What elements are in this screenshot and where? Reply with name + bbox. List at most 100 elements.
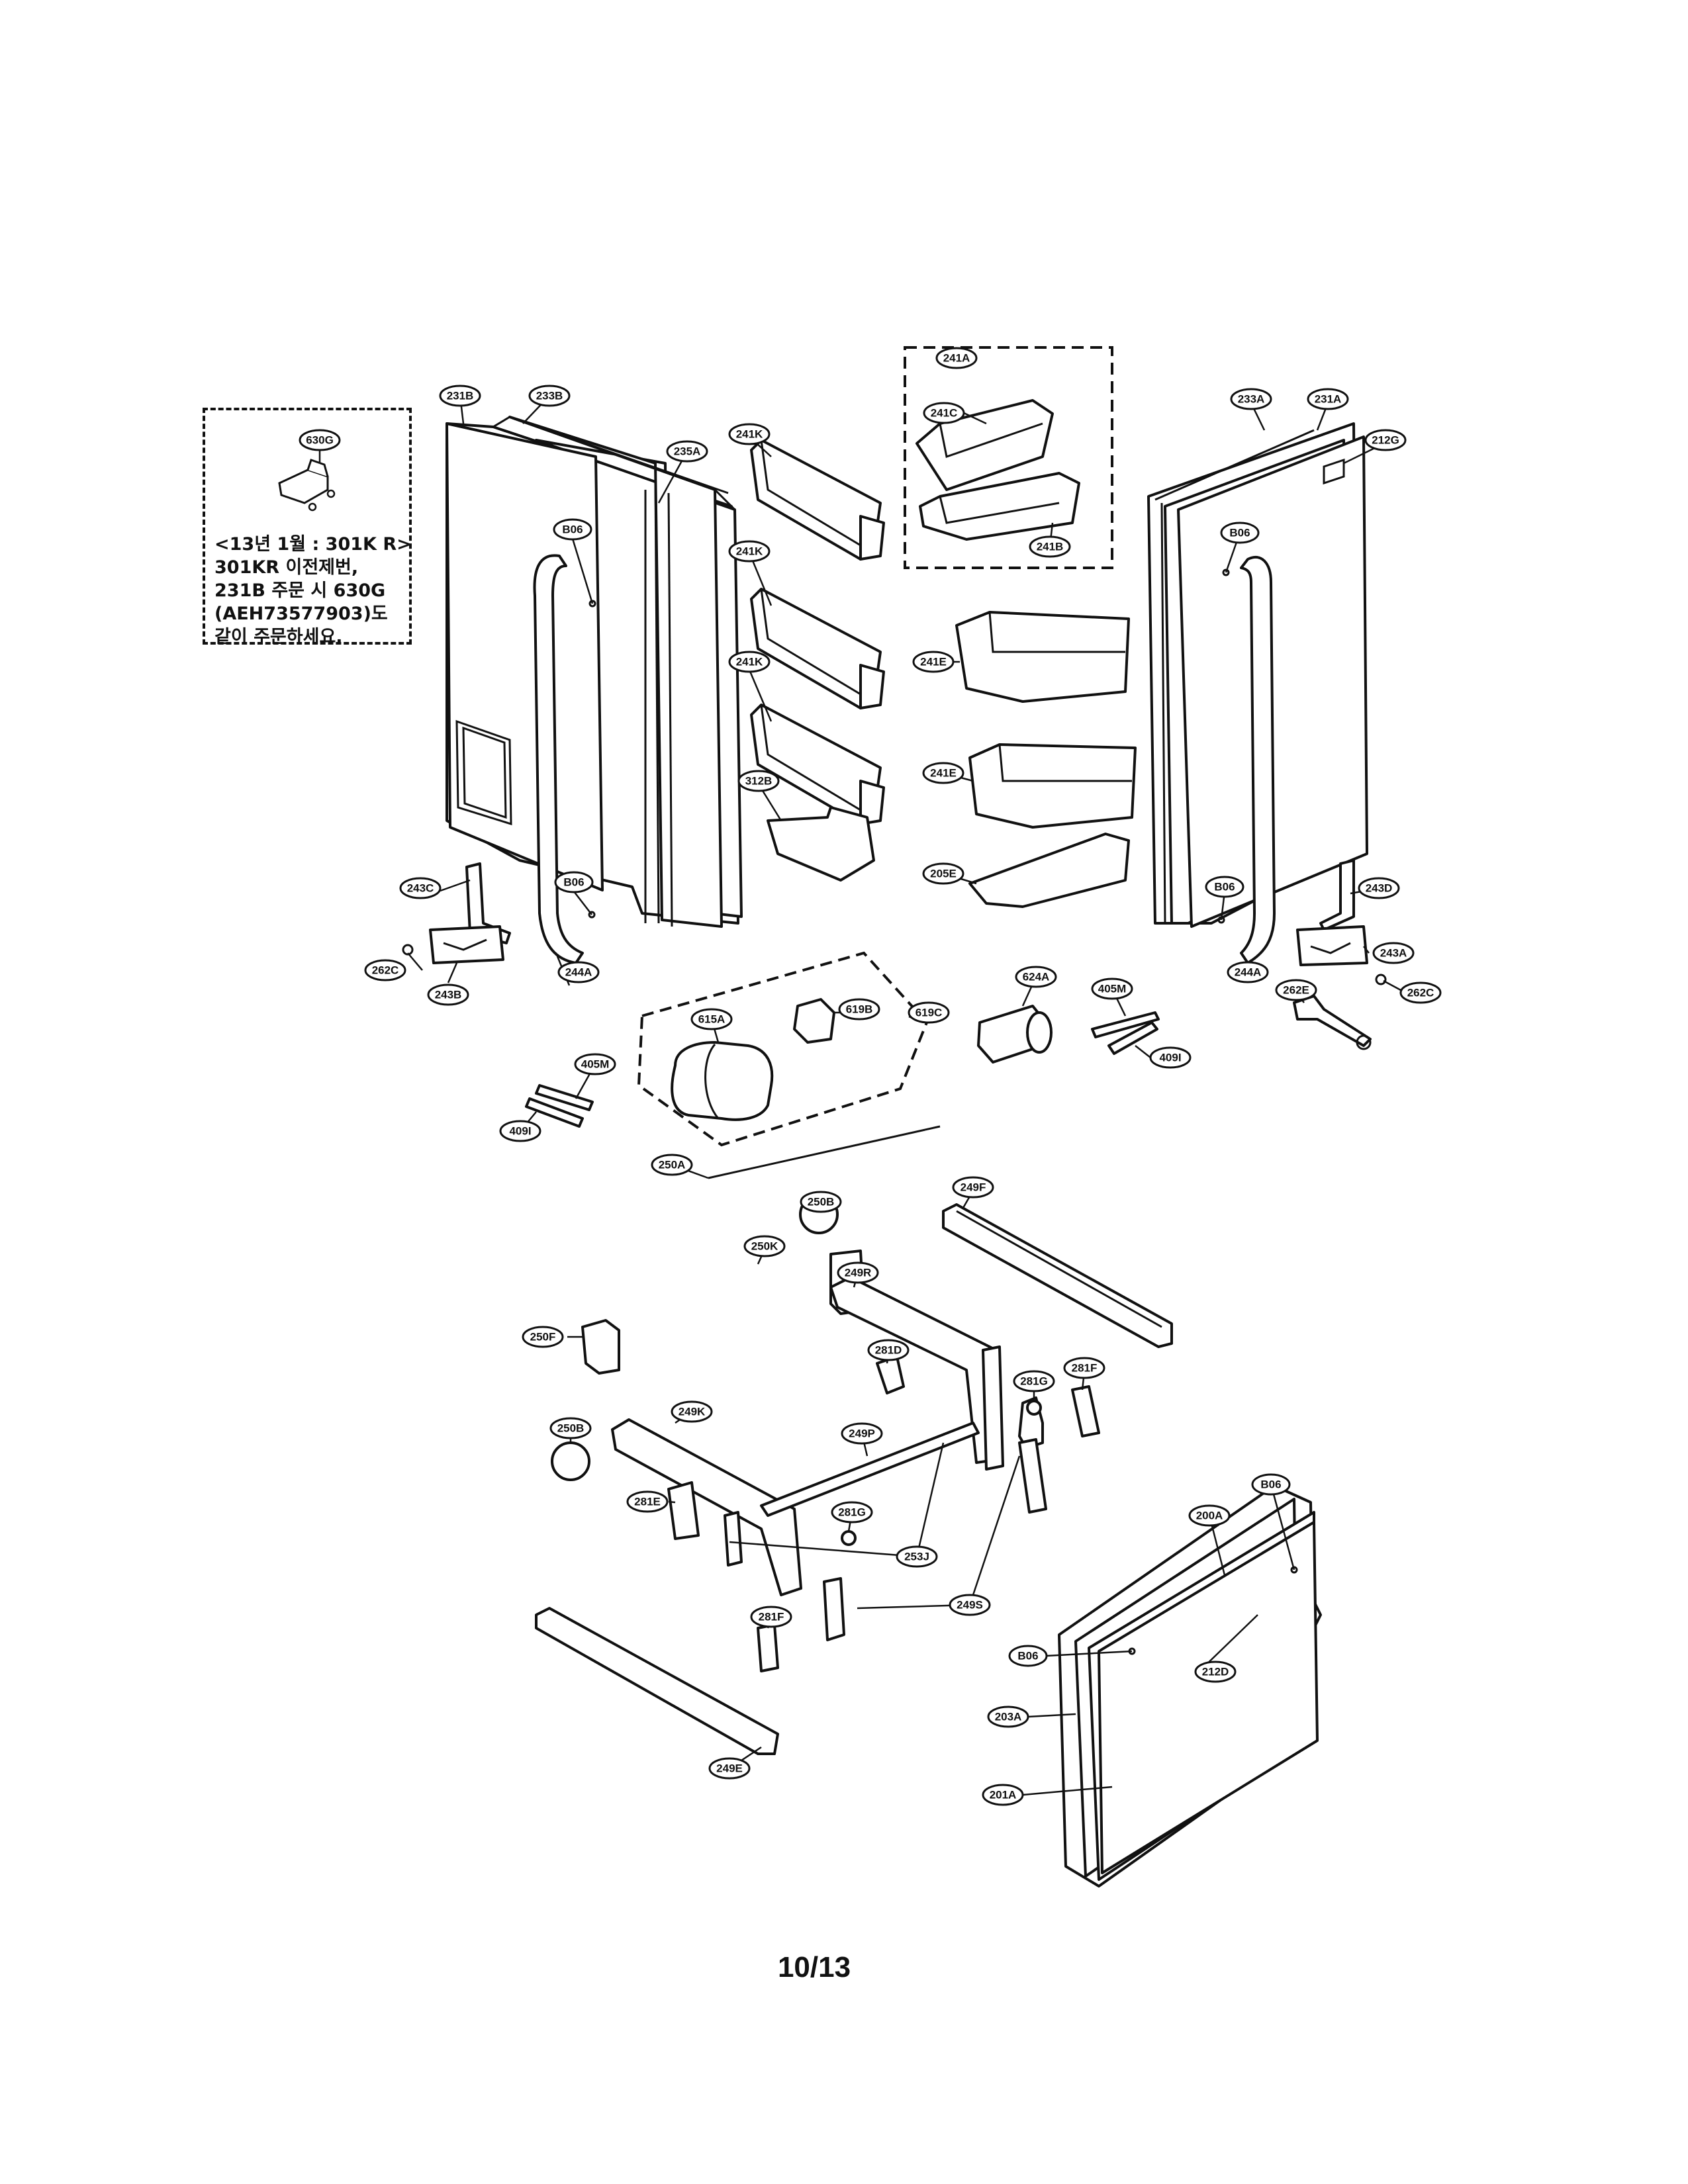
order-note-text: <13년 1월 : 301K R> 301KR 이전제번, 231B 주문 시 … <box>214 533 412 649</box>
callout-233a: 233A <box>1230 388 1272 410</box>
callout-250b-left: 250B <box>549 1417 592 1439</box>
svg-text:B06: B06 <box>1229 527 1250 539</box>
callout-241k-2: 241K <box>728 540 771 563</box>
svg-text:312B: 312B <box>745 775 773 788</box>
svg-text:201A: 201A <box>990 1789 1017 1801</box>
callout-b06-drawer-top: B06 <box>1251 1473 1291 1496</box>
svg-text:619B: 619B <box>846 1003 873 1016</box>
callout-241c: 241C <box>923 402 965 424</box>
svg-text:241K: 241K <box>736 545 763 558</box>
callout-281e: 281E <box>626 1490 669 1513</box>
callout-250a: 250A <box>651 1154 693 1176</box>
callout-262c-left: 262C <box>364 959 406 981</box>
svg-text:241K: 241K <box>736 428 763 441</box>
callout-281f-left: 281F <box>750 1606 792 1628</box>
page-number: 10/13 <box>777 1951 851 1983</box>
svg-text:624A: 624A <box>1023 971 1050 983</box>
note-line-2: 301KR 이전제번, <box>214 557 359 578</box>
callout-243a: 243A <box>1372 942 1415 964</box>
svg-text:B06: B06 <box>1260 1479 1281 1491</box>
svg-text:241B: 241B <box>1037 541 1064 553</box>
svg-text:249E: 249E <box>716 1762 743 1775</box>
svg-text:250B: 250B <box>557 1422 585 1435</box>
svg-text:281F: 281F <box>1072 1362 1098 1375</box>
svg-text:250A: 250A <box>659 1159 686 1171</box>
callout-630g: 630G <box>299 429 341 451</box>
svg-text:B06: B06 <box>1214 881 1235 893</box>
callout-312b: 312B <box>737 770 780 792</box>
svg-text:B06: B06 <box>562 523 583 536</box>
callout-619c: 619C <box>908 1001 950 1024</box>
rod-250a <box>708 1125 941 1179</box>
callout-201a: 201A <box>982 1784 1024 1806</box>
svg-text:249R: 249R <box>845 1267 872 1279</box>
bin-kit-241a <box>904 346 1113 569</box>
svg-text:243C: 243C <box>407 882 434 895</box>
callout-262e: 262E <box>1275 979 1317 1001</box>
callout-205e: 205E <box>922 862 964 885</box>
svg-text:281G: 281G <box>1020 1375 1048 1388</box>
svg-text:B06: B06 <box>1017 1650 1038 1662</box>
svg-text:262E: 262E <box>1283 984 1309 997</box>
svg-text:244A: 244A <box>565 966 592 979</box>
svg-text:409I: 409I <box>509 1125 531 1138</box>
callout-243c: 243C <box>399 877 442 899</box>
svg-text:615A: 615A <box>698 1013 726 1026</box>
svg-text:262C: 262C <box>1407 987 1434 999</box>
svg-text:250B: 250B <box>808 1196 835 1208</box>
bracket-630g-illustration: 630G <box>278 429 341 512</box>
callout-405m-right: 405M <box>1091 978 1133 1000</box>
callout-243d: 243D <box>1358 877 1400 899</box>
callout-244a-right: 244A <box>1227 961 1269 983</box>
svg-text:212D: 212D <box>1202 1666 1229 1678</box>
callout-249r: 249R <box>837 1261 879 1284</box>
svg-text:231B: 231B <box>447 390 474 402</box>
svg-text:409I: 409I <box>1159 1052 1181 1064</box>
svg-text:233B: 233B <box>536 390 563 402</box>
note-line-1: <13년 1월 : 301K R> <box>214 534 412 555</box>
callout-231b: 231B <box>439 385 481 407</box>
callout-231a: 231A <box>1307 388 1349 410</box>
svg-text:243D: 243D <box>1366 882 1393 895</box>
bracket-205e <box>968 833 1130 908</box>
callout-615a: 615A <box>690 1008 733 1030</box>
callout-241b: 241B <box>1029 535 1071 558</box>
note-line-5: 같이 주문하세요. <box>214 627 343 647</box>
callout-281d: 281D <box>867 1339 910 1361</box>
callout-249k: 249K <box>671 1400 713 1423</box>
callout-249p: 249P <box>841 1422 883 1445</box>
svg-text:203A: 203A <box>995 1711 1022 1723</box>
callout-250f: 250F <box>522 1326 564 1348</box>
svg-text:235A: 235A <box>674 445 701 458</box>
valve-kit-619c <box>637 951 929 1147</box>
callout-409i-right: 409I <box>1149 1046 1192 1069</box>
svg-text:262C: 262C <box>372 964 399 977</box>
drawer-front-assembly <box>1058 1484 1322 1888</box>
svg-text:281E: 281E <box>634 1496 661 1508</box>
callout-b06-right-bottom: B06 <box>1205 876 1244 898</box>
callout-249e: 249E <box>708 1757 751 1780</box>
bins-241e <box>955 611 1137 829</box>
drawer-frame <box>535 1195 1173 1755</box>
svg-text:405M: 405M <box>1098 983 1127 995</box>
callout-203a: 203A <box>987 1706 1029 1728</box>
svg-text:243A: 243A <box>1380 947 1407 960</box>
svg-text:250F: 250F <box>530 1331 556 1343</box>
callout-235a: 235A <box>666 440 708 463</box>
note-line-3: 231B 주문 시 630G <box>214 580 386 601</box>
svg-text:249P: 249P <box>849 1428 875 1440</box>
callout-233b: 233B <box>528 385 571 407</box>
callout-241e-1: 241E <box>912 651 955 673</box>
callout-405m-left: 405M <box>574 1053 616 1075</box>
svg-text:241C: 241C <box>931 407 958 420</box>
callout-241k-3: 241K <box>728 651 771 673</box>
callout-281g-right: 281G <box>1013 1370 1055 1392</box>
svg-text:205E: 205E <box>930 868 957 880</box>
callout-281g-left: 281G <box>831 1501 873 1524</box>
svg-text:212G: 212G <box>1372 434 1399 447</box>
svg-text:630G: 630G <box>306 434 334 447</box>
svg-text:281G: 281G <box>838 1506 866 1519</box>
rails-405m-409i <box>525 1011 1160 1128</box>
callout-619b: 619B <box>838 998 880 1021</box>
